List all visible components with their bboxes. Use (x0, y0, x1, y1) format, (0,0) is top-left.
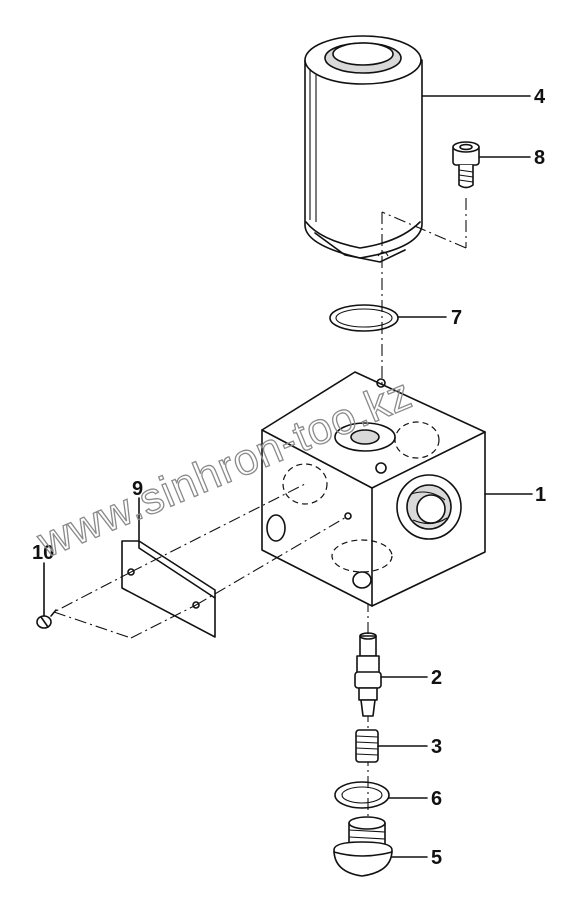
part-4-cartridge (304, 35, 423, 263)
callout-1: 1 (535, 484, 546, 506)
part-7-o-ring (329, 304, 399, 332)
callout-3: 3 (431, 736, 442, 758)
part-9-cover-plate (53, 483, 349, 639)
part-5-plug (333, 816, 393, 877)
callout-7: 7 (451, 307, 462, 329)
leader-lines (43, 95, 533, 858)
part-10-screw (36, 609, 57, 629)
callout-4: 4 (534, 86, 546, 108)
part-8-screw (381, 141, 480, 249)
part-2-spool (354, 632, 382, 717)
callout-8: 8 (534, 147, 545, 169)
callout-9: 9 (132, 478, 143, 500)
callout-6: 6 (431, 788, 442, 810)
part-6-o-ring (334, 781, 390, 809)
callout-2: 2 (431, 667, 442, 689)
callout-5: 5 (431, 847, 442, 869)
part-1-valve-body (261, 371, 486, 607)
callout-10: 10 (32, 542, 54, 564)
part-3-spring (355, 729, 379, 763)
